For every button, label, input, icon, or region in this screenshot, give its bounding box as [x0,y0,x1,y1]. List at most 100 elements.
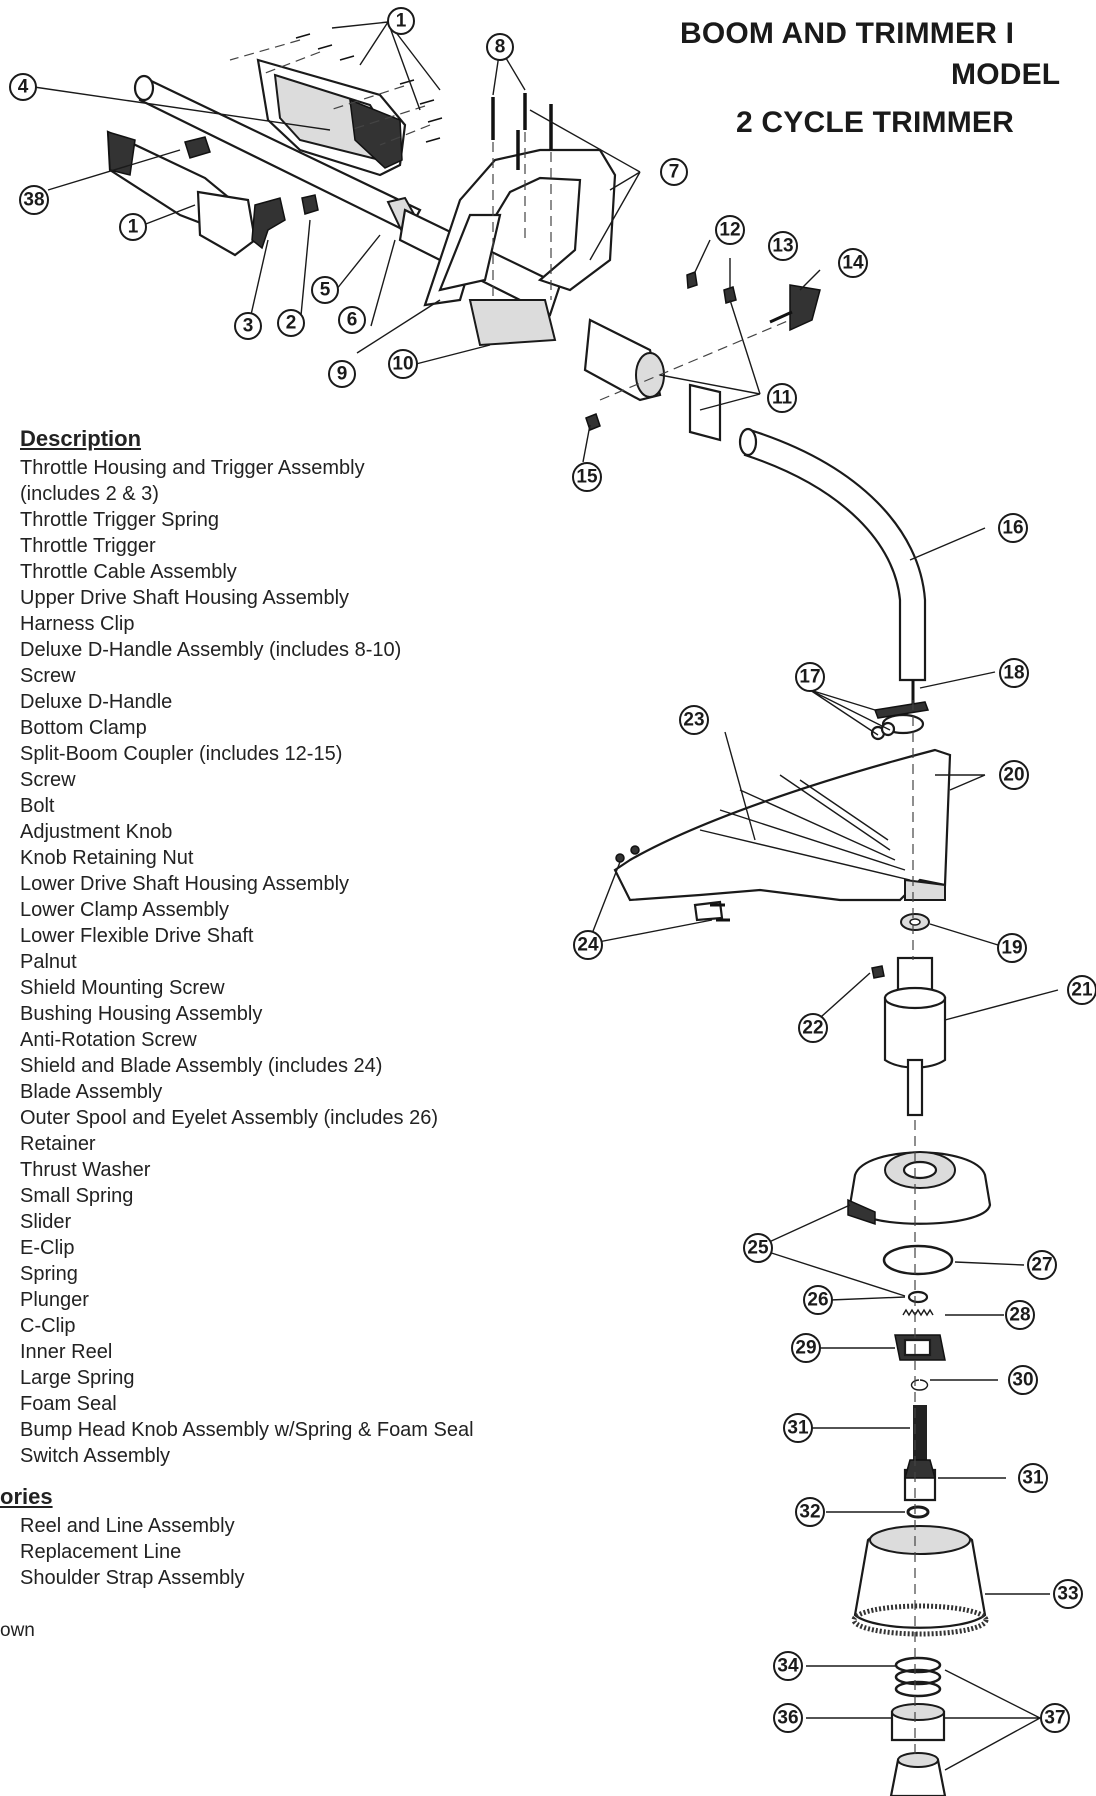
shield-part [613,748,952,922]
callout-32: 32 [795,1497,825,1527]
callout-16: 16 [998,513,1028,543]
retainer-ring-part [882,1244,954,1276]
part-description: Lower Drive Shaft Housing Assembly [20,873,350,895]
part-description: Screw [20,769,76,791]
callout-label: 21 [1071,980,1093,1001]
part-description: Bump Head Knob Assembly w/Spring & Foam … [20,1419,474,1441]
callout-7: 7 [660,158,688,186]
callout-18: 18 [999,658,1029,688]
callout-25: 25 [743,1233,773,1263]
callout-label: 14 [842,253,864,274]
part-description: Shield and Blade Assembly (includes 24) [20,1055,383,1077]
callout-label: 7 [669,162,680,183]
callout-9: 9 [328,360,356,388]
callout-label: 16 [1002,518,1023,539]
spring-part [913,1405,927,1465]
part-description: Large Spring [20,1367,135,1389]
screws-housing [295,33,443,143]
diagram-title-line-1: BOOM AND TRIMMER I [680,17,1015,50]
callout-label: 1 [396,11,407,32]
callout-label: 6 [347,310,358,331]
foam-seal-part [890,1703,946,1742]
callout-1a: 1 [387,7,415,35]
part-description: Bushing Housing Assembly [20,1003,263,1025]
part-description: Throttle Housing and Trigger Assembly [20,457,365,479]
callout-10: 10 [388,349,418,379]
part-description: (includes 2 & 3) [20,483,159,505]
callout-label: 3 [243,316,254,337]
part-description: Anti-Rotation Screw [20,1029,197,1051]
callout-label: 17 [799,667,820,688]
part-description: Deluxe D-Handle Assembly (includes 8-10) [20,639,402,661]
inner-reel-part [851,1525,989,1637]
callout-label: 1 [128,217,139,238]
footnote: own [0,1620,35,1641]
diagram-title-line-2: MODEL [951,58,1061,91]
accessory-item: Replacement Line [20,1541,182,1563]
callout-8: 8 [486,33,514,61]
callout-label: 31 [1022,1468,1044,1489]
callout-11: 11 [767,383,797,413]
plunger-part [903,1459,937,1502]
callout-21: 21 [1067,975,1096,1005]
callout-label: 27 [1031,1255,1052,1276]
large-spring-part [894,1656,942,1698]
callout-label: 23 [683,710,704,731]
callout-31a: 31 [783,1413,813,1443]
callout-label: 12 [719,220,740,241]
callout-label: 20 [1003,765,1024,786]
callout-33: 33 [1053,1579,1083,1609]
callout-label: 30 [1012,1370,1033,1391]
d-handle-part [423,148,617,347]
callout-26: 26 [803,1285,833,1315]
callout-34: 34 [773,1651,803,1681]
callout-label: 33 [1057,1584,1078,1605]
callout-label: 13 [772,236,793,257]
part-description: Throttle Cable Assembly [20,561,237,583]
part-description: C-Clip [20,1315,76,1337]
callout-label: 31 [787,1418,809,1439]
callout-15: 15 [572,462,602,492]
callout-37: 37 [1040,1703,1070,1733]
part-description: Lower Clamp Assembly [20,899,229,921]
trigger-part [251,194,319,250]
callout-28: 28 [1005,1300,1035,1330]
callout-label: 5 [320,280,331,301]
callout-label: 19 [1001,938,1022,959]
callout-31b: 31 [1018,1463,1048,1493]
part-description: Foam Seal [20,1393,117,1415]
part-description: Throttle Trigger [20,535,156,557]
callout-label: 4 [18,77,29,98]
callout-5: 5 [311,276,339,304]
part-description: E-Clip [20,1237,75,1259]
callout-label: 8 [495,37,506,58]
callout-29: 29 [791,1333,821,1363]
throttle-grip-part [106,130,257,257]
callout-label: 28 [1009,1305,1030,1326]
callout-label: 32 [799,1502,820,1523]
callout-label: 29 [795,1338,816,1359]
callout-label: 37 [1044,1708,1065,1729]
bushing-housing-part [871,956,947,1117]
callout-2: 2 [277,309,305,337]
callout-30: 30 [1008,1365,1038,1395]
callout-4: 4 [9,73,37,101]
part-description: Palnut [20,951,77,973]
callout-14: 14 [838,248,868,278]
callout-label: 10 [392,354,413,375]
callout-36: 36 [773,1703,803,1733]
part-description: Split-Boom Coupler (includes 12-15) [20,743,343,765]
callout-label: 2 [286,313,297,334]
callout-label: 26 [807,1290,828,1311]
callout-label: 18 [1003,663,1024,684]
part-description: Spring [20,1263,78,1285]
part-description: Lower Flexible Drive Shaft [20,925,254,947]
callout-12: 12 [715,215,745,245]
small-spring-part [902,1308,934,1317]
callout-label: 25 [747,1238,769,1259]
adjustment-knob-part [585,270,821,431]
callout-23: 23 [679,705,709,735]
part-description: Bottom Clamp [20,717,147,739]
part-description: Knob Retaining Nut [20,847,194,869]
